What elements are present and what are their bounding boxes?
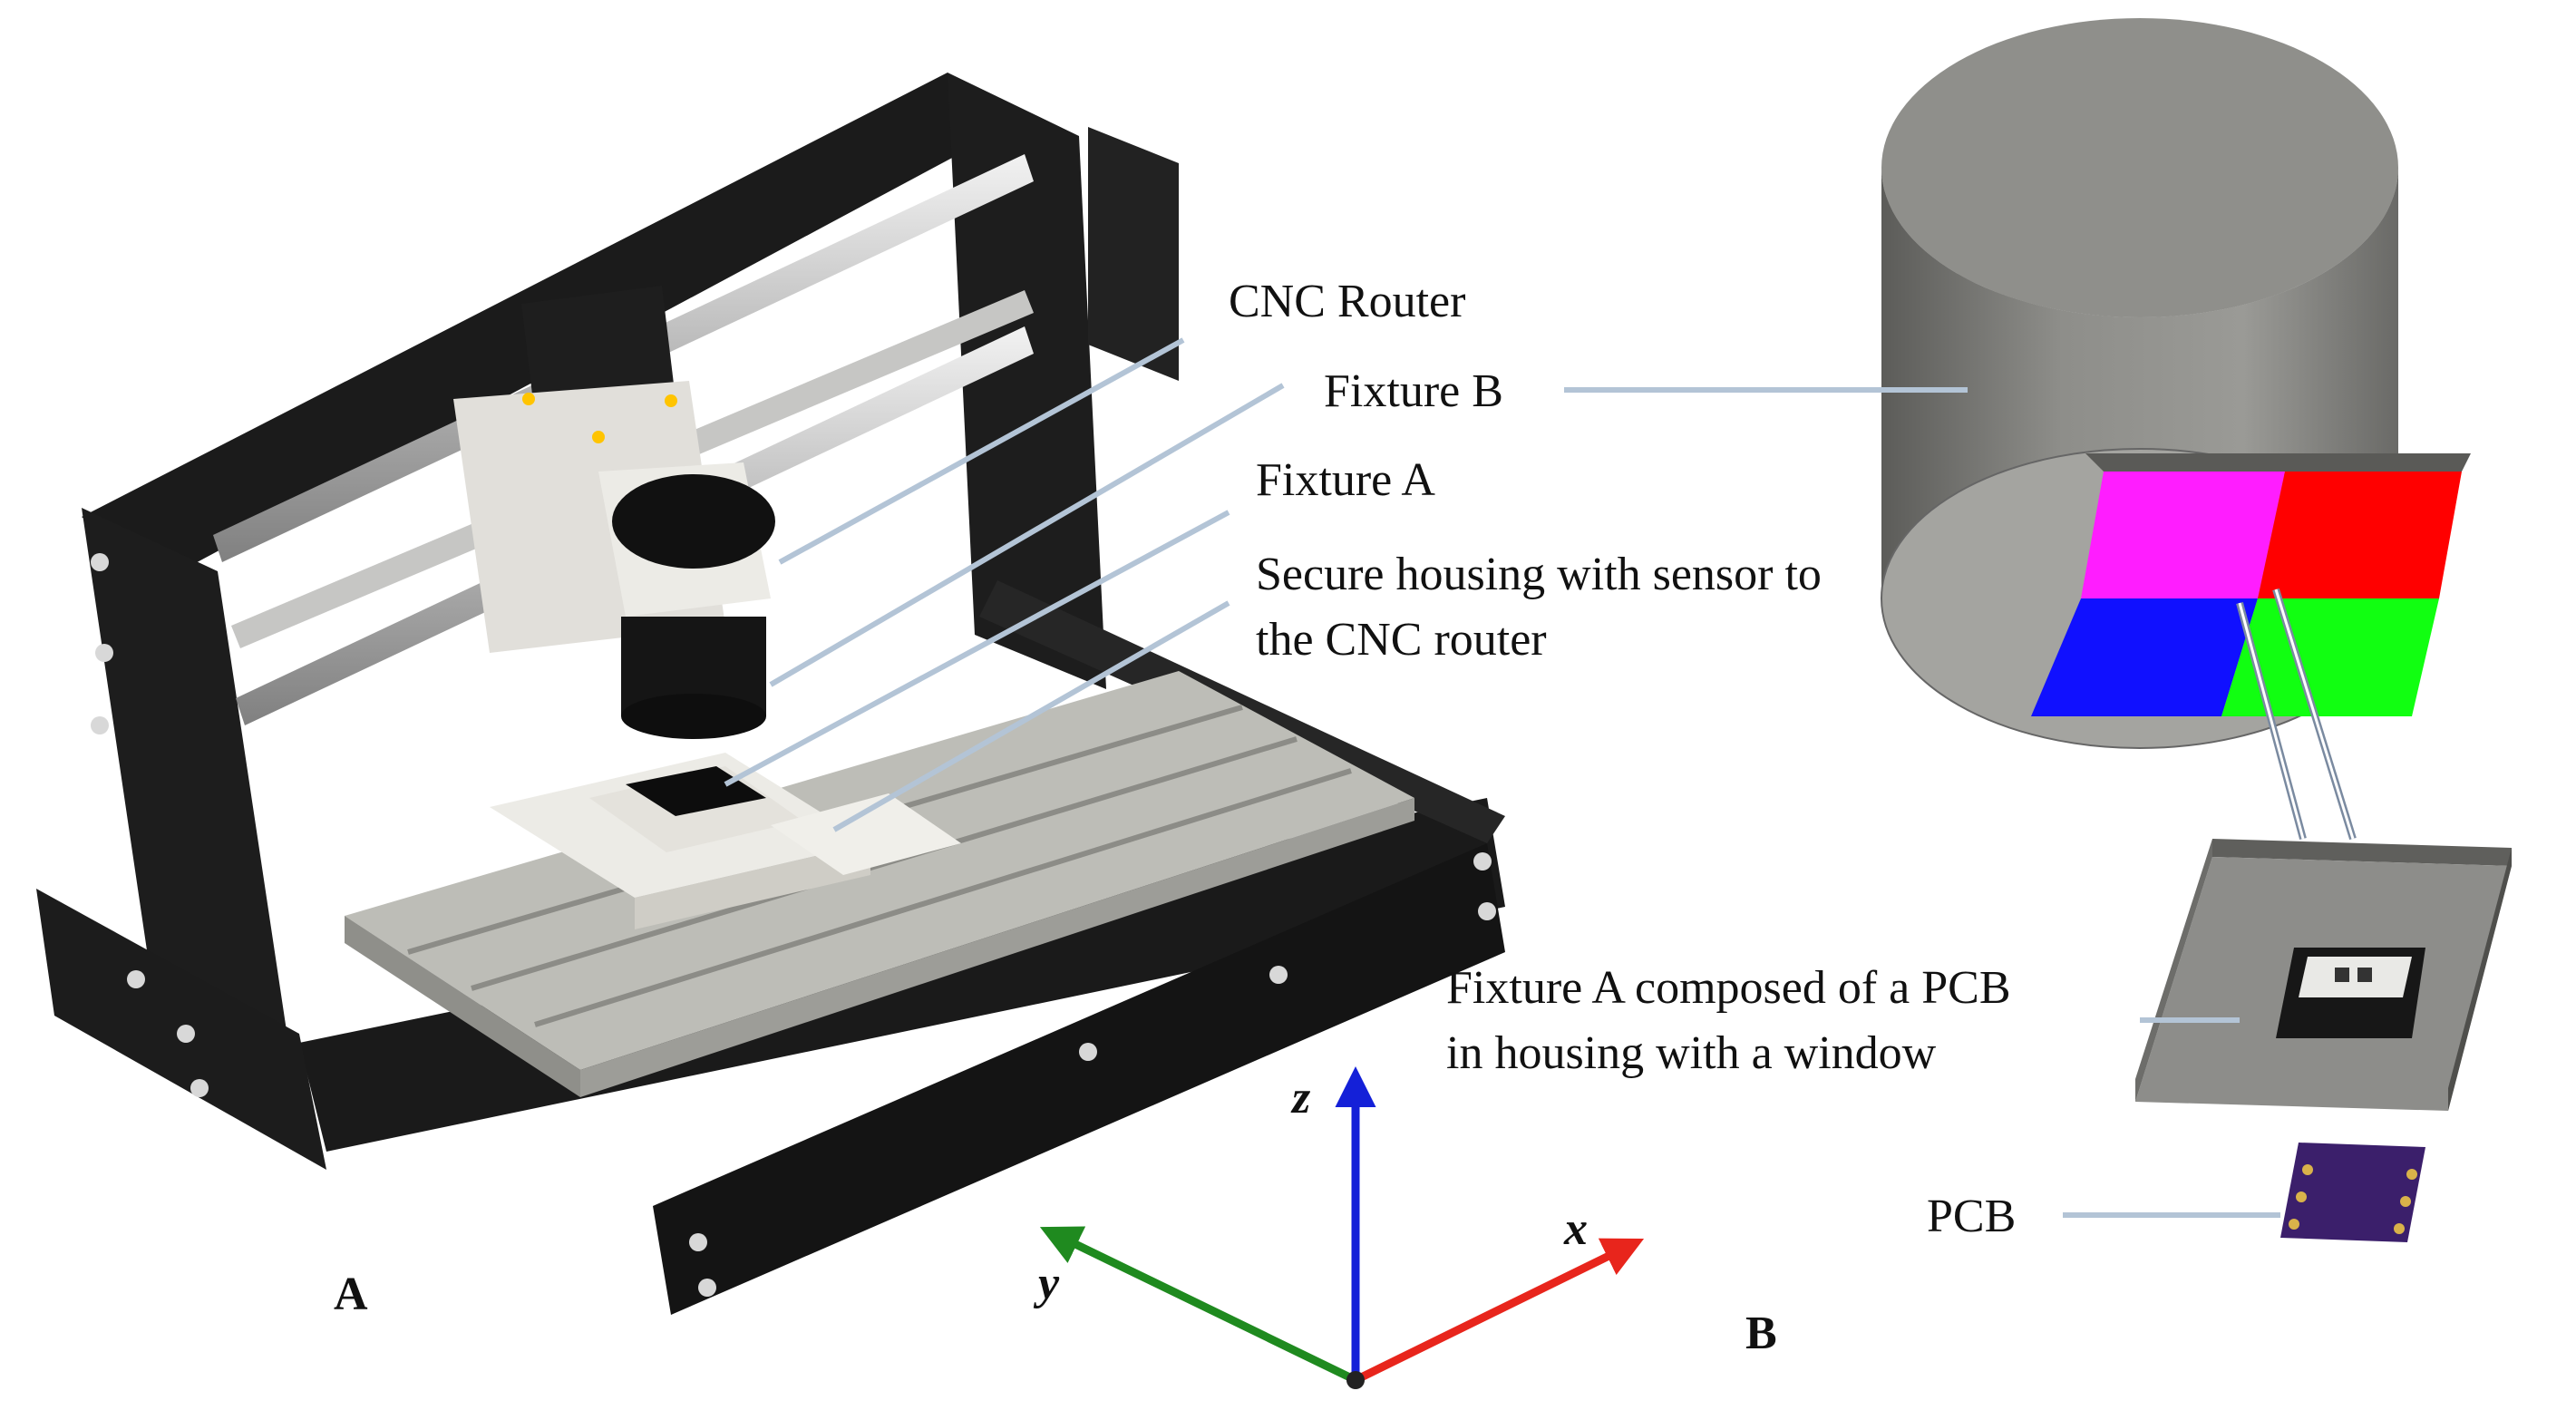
leader-fixture-a xyxy=(724,510,1230,787)
gantry-right-post xyxy=(948,73,1106,689)
coordinate-axes xyxy=(1039,1066,1645,1389)
indicator-dot xyxy=(592,431,605,443)
panel-label-b: B xyxy=(1745,1308,1777,1359)
bed-slot xyxy=(534,768,1352,1027)
leader-lines xyxy=(724,337,2280,1218)
pcb-board xyxy=(2280,1143,2425,1242)
axis-label-y: y xyxy=(1038,1258,1060,1309)
fixture-b-top xyxy=(612,474,775,569)
indicator-dot xyxy=(522,393,535,405)
label-cnc-router: CNC Router xyxy=(1229,276,1466,327)
axis-label-z: z xyxy=(1292,1072,1311,1123)
bed-plate xyxy=(345,671,1414,1070)
panel-label-a: A xyxy=(334,1269,368,1320)
label-secure-housing: Secure housing with sensor to the CNC ro… xyxy=(1256,542,1822,673)
indicator-dot xyxy=(665,394,677,407)
housing-left xyxy=(2135,839,2212,1102)
bed-plate-front-edge xyxy=(580,798,1414,1097)
z-stepper-motor xyxy=(521,286,676,417)
gantry-right-stepper xyxy=(1088,127,1179,381)
bed-plate-edge xyxy=(345,916,580,1097)
cnc-router-illustration xyxy=(36,73,1505,1315)
secure-housing-plate xyxy=(771,793,961,875)
housing-window-inner xyxy=(2299,957,2412,997)
gantry-left-post xyxy=(82,508,299,1115)
label-fixture-a-description-line2: in housing with a window xyxy=(1446,1027,1937,1079)
label-fixture-a: Fixture A xyxy=(1256,454,1435,506)
axis-x-arrow xyxy=(1354,1238,1645,1385)
sensor-quadrant-red xyxy=(2258,472,2462,598)
fixture-b-exploded xyxy=(1881,18,2512,1242)
label-secure-housing-line2: the CNC router xyxy=(1256,614,1547,666)
leader-fixture-b xyxy=(769,383,1285,687)
label-fixture-b: Fixture B xyxy=(1324,365,1503,417)
leader-secure-housing xyxy=(832,600,1230,832)
base-frame-right-end xyxy=(653,843,1505,1315)
label-pcb: PCB xyxy=(1927,1191,2017,1242)
sensor-chip xyxy=(2335,968,2349,982)
light-path-arrow xyxy=(2274,588,2355,840)
axis-origin xyxy=(1346,1371,1365,1389)
frame-bolts xyxy=(91,553,1496,1297)
sensor-quadrant-blue xyxy=(2031,598,2258,716)
sensor-recess-rim xyxy=(2085,453,2471,472)
label-secure-housing-line1: Secure housing with sensor to xyxy=(1256,549,1822,600)
leader-cnc-router xyxy=(778,337,1185,565)
light-path-arrow xyxy=(2238,602,2305,840)
label-fixture-a-description-line1: Fixture A composed of a PCB xyxy=(1446,962,2011,1014)
axis-label-x: x xyxy=(1564,1203,1588,1255)
fixture-b-bottom xyxy=(621,694,766,739)
sensor-quadrant-magenta xyxy=(2081,472,2285,598)
sensor-chip xyxy=(2357,968,2372,982)
cylinder-top xyxy=(1881,18,2398,317)
pcb-pads xyxy=(2289,1164,2417,1234)
fixture-a-base-side xyxy=(635,843,870,929)
housing-right xyxy=(2448,848,2512,1111)
axis-y-arrow xyxy=(1039,1226,1357,1385)
label-fixture-a-description: Fixture A composed of a PCB in housing w… xyxy=(1446,956,2011,1086)
sensor-quadrant-green xyxy=(2221,598,2439,716)
